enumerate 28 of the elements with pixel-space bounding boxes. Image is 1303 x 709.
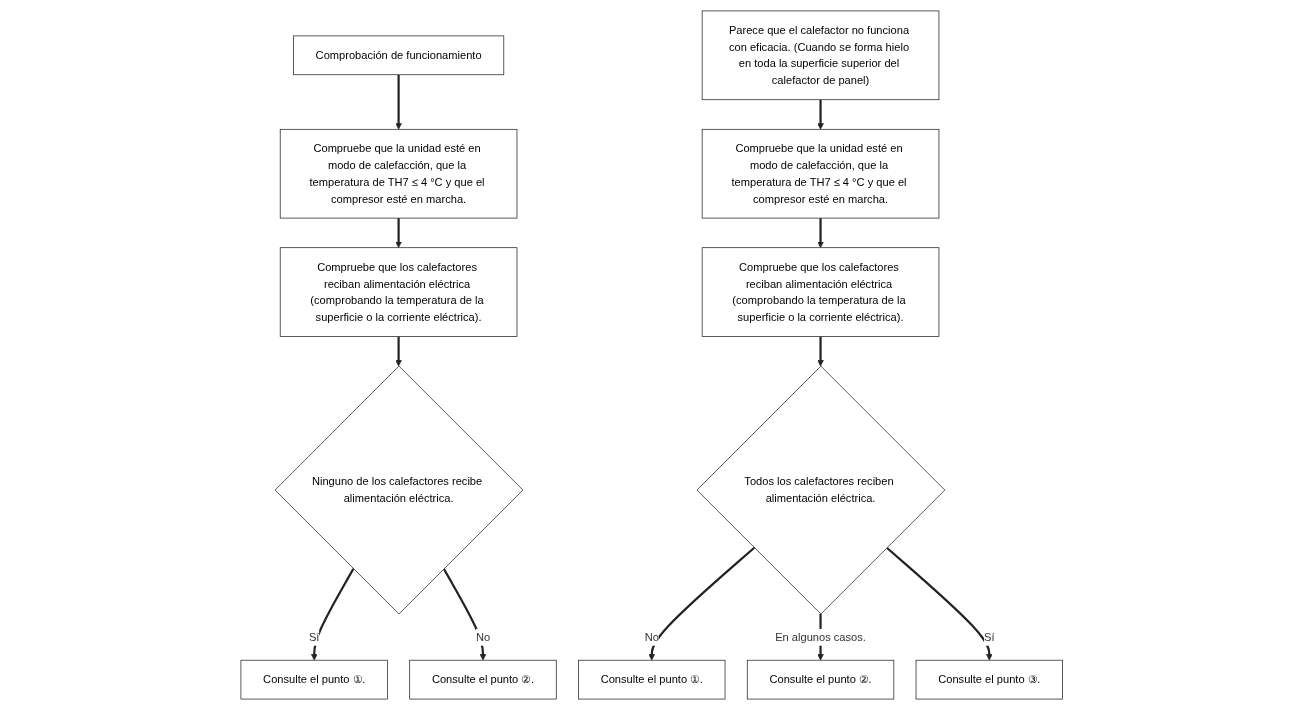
edge-label: Sí [983,629,995,643]
node-diamond: Ninguno de los calefactores recibe alimentación eléctrica. [274,365,523,614]
node-box: Comprobación de funcionamiento [292,35,504,75]
node-box: Compruebe que los calefactores reciban alimentación eléctrica (comprobando la temperatura de la superficie o la corriente eléctrica). [701,246,940,337]
arrow [817,336,824,366]
edge-label: Sí [308,629,320,643]
arrow [817,99,824,130]
arrow [817,217,824,248]
node-box: Compruebe que los calefactores reciban alimentación eléctrica (comprobando la temperatura de la superficie o la corriente eléctrica). [279,246,518,337]
edge-label: No [475,629,490,643]
node-box: Consulte el punto ②. [409,659,557,699]
edge-label: No [644,629,659,643]
node-diamond: Todos los calefactores reciben alimentación eléctrica. [696,365,945,614]
arrow [442,567,486,660]
node-box: Parece que el calefactor no funciona con eficacia. (Cuando se forma hielo en toda la superficie superior del calefactor de panel) [701,10,940,100]
arrow [885,546,993,660]
node-box: Compruebe que la unidad esté en modo de calefacción, que la temperatura de TH7 ≤ 4 °C y que el compresor esté en marcha. [279,128,518,218]
node-box: Consulte el punto ①. [577,659,726,699]
arrow [395,74,402,130]
node-box: Consulte el punto ②. [746,659,894,699]
arrow [395,336,402,366]
arrow [310,567,355,660]
edge-label: En algunos casos. [774,629,866,643]
arrow [648,546,755,660]
node-box: Compruebe que la unidad esté en modo de calefacción, que la temperatura de TH7 ≤ 4 °C y que el compresor esté en marcha. [701,128,940,218]
arrow [395,217,402,248]
node-box: Consulte el punto ①. [240,659,388,699]
node-box: Consulte el punto ③. [915,659,1063,699]
